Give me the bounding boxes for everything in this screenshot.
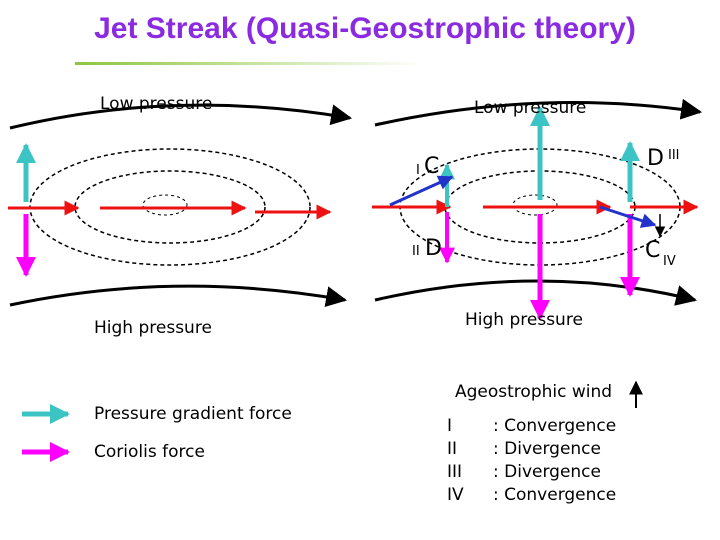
right-contour-inner xyxy=(512,194,558,216)
right-high-pressure-label: High pressure xyxy=(465,310,583,330)
legend-coriolis-label: Coriolis force xyxy=(94,442,205,462)
left-high-pressure-label: High pressure xyxy=(94,318,212,338)
left-panel xyxy=(8,103,353,308)
page-title: Jet Streak (Quasi-Geostrophic theory) xyxy=(94,12,636,45)
legend-pressure-gradient-label: Pressure gradient force xyxy=(94,404,292,424)
right-panel xyxy=(372,98,703,320)
quadrant-3-letter: D xyxy=(647,146,664,171)
left-lower-isobar xyxy=(9,284,348,308)
quadrant-1-roman: I xyxy=(416,163,420,178)
quadrant-key-row: I : Convergence xyxy=(447,415,616,438)
quadrant-2-letter: D xyxy=(425,236,442,261)
quadrant-key: I : Convergence II : Divergence III : Di… xyxy=(447,415,616,507)
quadrant-key-text: : Convergence xyxy=(493,485,617,505)
quadrant-1-letter: C xyxy=(424,154,440,179)
quadrant-key-code: II xyxy=(447,439,458,459)
left-upper-isobar xyxy=(9,103,353,130)
quadrant-4-letter: C xyxy=(645,238,661,263)
quadrant-3-roman: III xyxy=(668,148,680,163)
right-entrance-ageostrophic-arrow xyxy=(389,175,454,207)
quadrant-key-code: III xyxy=(447,462,463,482)
left-contour-inner xyxy=(142,194,188,216)
left-low-pressure-label: Low pressure xyxy=(100,94,213,114)
right-upper-isobar xyxy=(374,98,703,127)
quadrant-key-row: III : Divergence xyxy=(447,461,616,484)
quadrant-key-text: : Divergence xyxy=(493,439,601,459)
title-underline xyxy=(75,62,425,65)
quadrant-4-roman: IV xyxy=(663,254,676,269)
quadrant-key-row: IV : Convergence xyxy=(447,484,616,507)
right-exit-ageostrophic-arrow xyxy=(599,205,657,228)
quadrant-key-code: I xyxy=(447,416,453,436)
quadrant-2-roman: II xyxy=(412,244,420,259)
quadrant-key-row: II : Divergence xyxy=(447,438,616,461)
right-low-pressure-label: Low pressure xyxy=(474,98,587,118)
legend-ageostrophic-label: Ageostrophic wind xyxy=(455,382,613,402)
quadrant-key-text: : Divergence xyxy=(493,462,601,482)
left-contour-middle xyxy=(74,170,266,244)
quadrant-key-code: IV xyxy=(447,485,464,505)
right-lower-isobar xyxy=(374,279,698,306)
quadrant-key-text: : Convergence xyxy=(493,416,617,436)
